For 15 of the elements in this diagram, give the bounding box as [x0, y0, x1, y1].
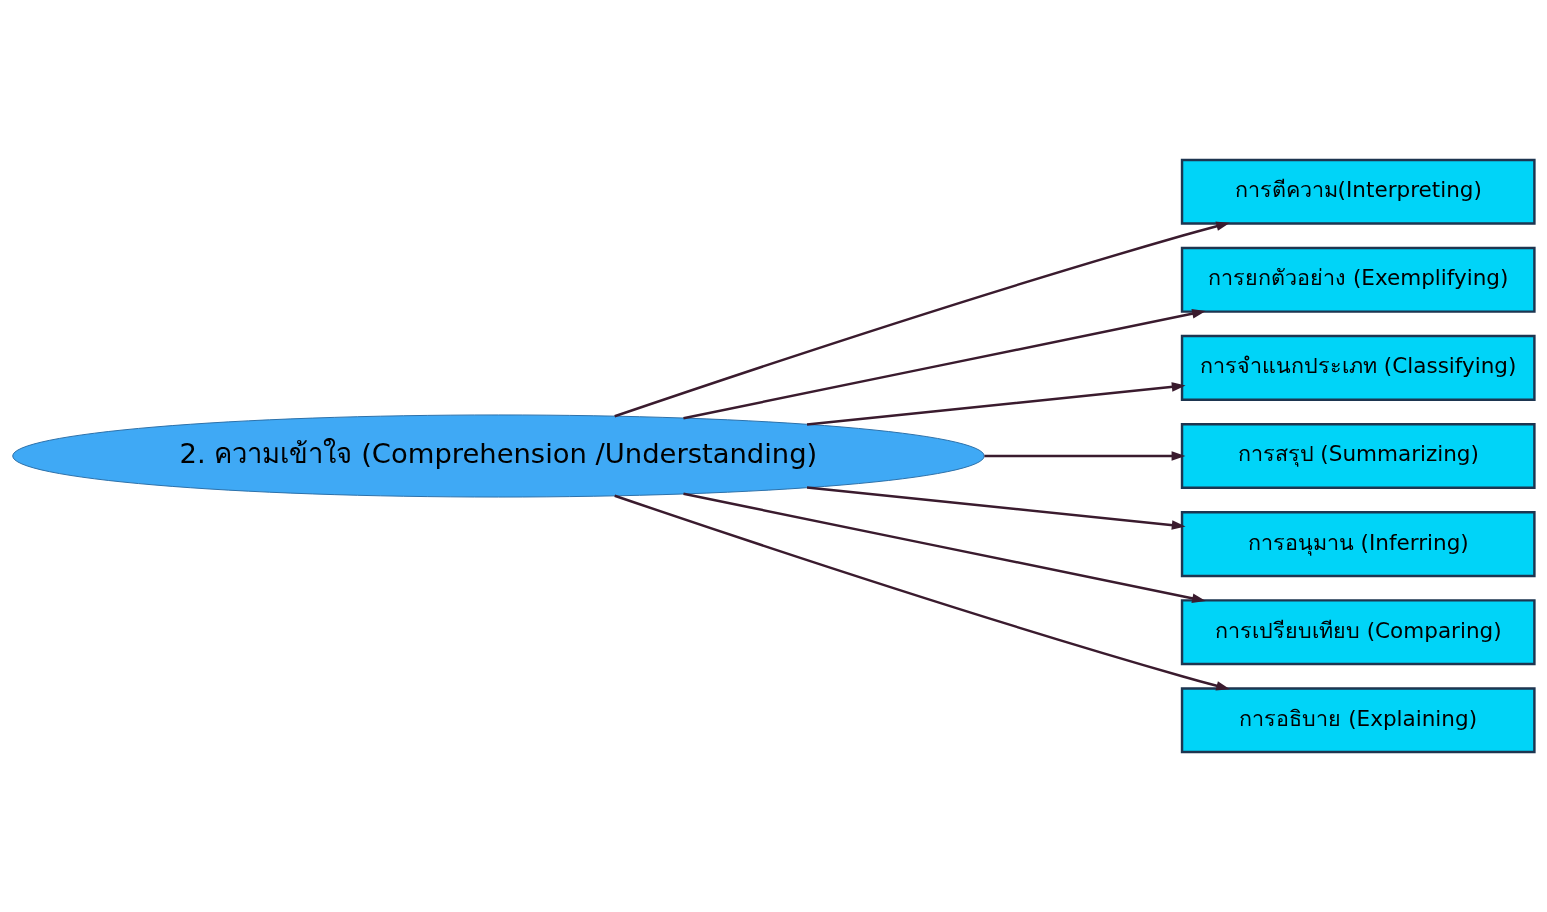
- arrow: [806, 382, 1186, 426]
- node-box: การตีความ(Interpreting): [1180, 158, 1536, 225]
- arrow: [683, 492, 1206, 604]
- arrow: [806, 486, 1186, 530]
- arrow: [614, 221, 1230, 418]
- arrow: [984, 451, 1186, 461]
- node-box: การเปรียบเทียบ (Comparing): [1180, 599, 1536, 666]
- arrow: [614, 494, 1230, 691]
- node-box: การยกตัวอย่าง (Exemplifying): [1180, 246, 1536, 313]
- arrow: [683, 308, 1206, 420]
- node-box: การอนุมาน (Inferring): [1180, 511, 1536, 578]
- node-box: การสรุป (Summarizing): [1180, 422, 1536, 490]
- node-ellipse: 2. ความเข้าใจ (Comprehension /Understanding): [12, 414, 985, 498]
- node-box: การจำแนกประเภท (Classifying): [1180, 334, 1536, 401]
- node-box: การอธิบาย (Explaining): [1180, 687, 1536, 754]
